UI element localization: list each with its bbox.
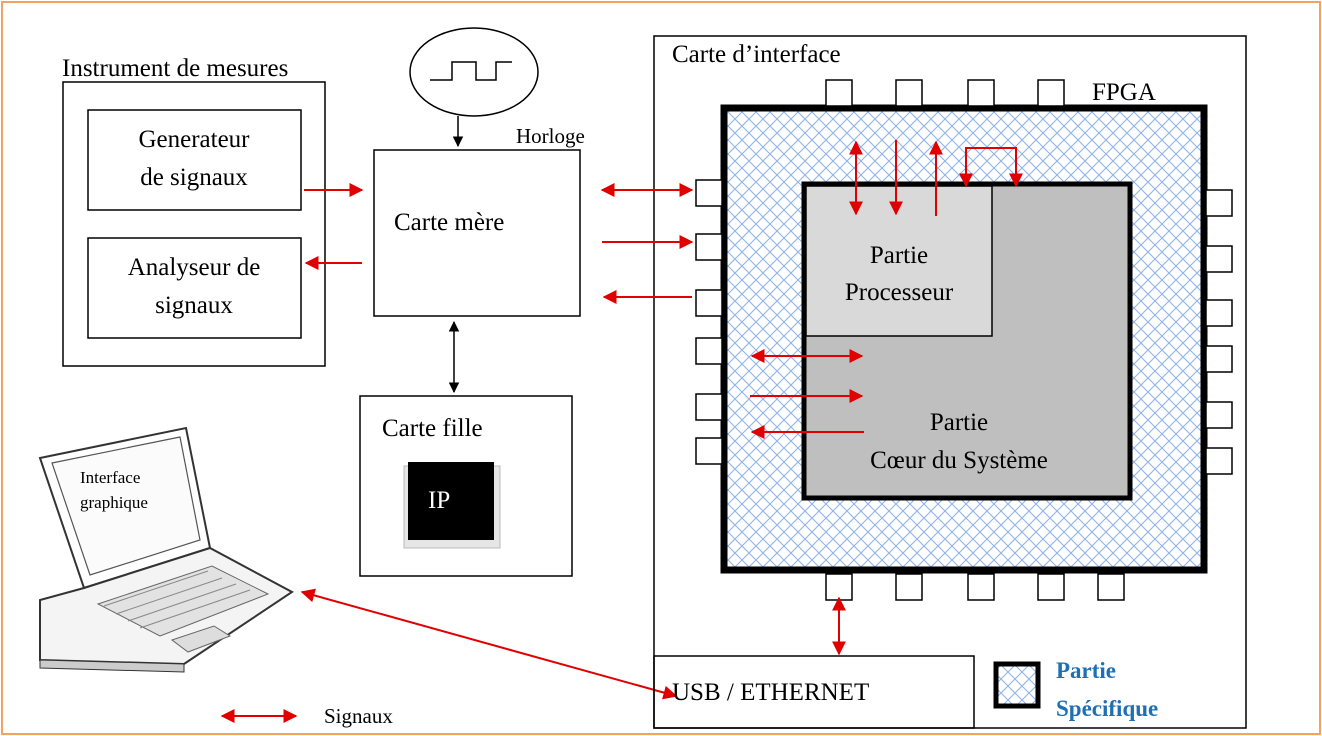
ip-label: IP bbox=[428, 487, 450, 514]
motherboard-label: Carte mère bbox=[394, 209, 504, 236]
usb-ethernet-box bbox=[653, 655, 975, 729]
analyzer-label-2: signaux bbox=[155, 292, 233, 319]
generator-label-2: de signaux bbox=[140, 164, 248, 191]
daughterboard-box bbox=[359, 395, 573, 577]
daughterboard-label: Carte fille bbox=[382, 415, 483, 442]
legend-signals-label: Signaux bbox=[324, 704, 393, 728]
motherboard-box bbox=[373, 149, 581, 317]
generator-box bbox=[87, 109, 302, 211]
analyzer-label-1: Analyseur de bbox=[128, 254, 261, 281]
legend-specific-label-2: Spécifique bbox=[1056, 696, 1158, 721]
processor-label-2: Processeur bbox=[845, 279, 954, 306]
ip-chip bbox=[408, 462, 494, 540]
fpga-pins-bottom bbox=[825, 573, 1125, 601]
clock-circle bbox=[409, 27, 539, 117]
generator-label-1: Generateur bbox=[138, 126, 250, 153]
analyzer-box bbox=[87, 237, 302, 339]
usb-ethernet-label: USB / ETHERNET bbox=[672, 679, 869, 706]
instrument-title: Instrument de mesures bbox=[62, 55, 288, 82]
fpga-pins-left bbox=[695, 179, 723, 465]
fpga-pins-right bbox=[1205, 189, 1233, 475]
laptop-usb-arrow bbox=[300, 588, 678, 700]
interface-board-title: Carte d’interface bbox=[672, 41, 841, 68]
fpga-pins-top bbox=[825, 79, 1065, 107]
legend-specific-label-1: Partie bbox=[1056, 658, 1116, 683]
legend-specific-swatch bbox=[993, 661, 1041, 709]
core-label-2: Cœur du Système bbox=[870, 447, 1048, 474]
clock-label: Horloge bbox=[516, 124, 585, 148]
instrument-box bbox=[62, 81, 326, 367]
laptop-label-2: graphique bbox=[80, 493, 148, 512]
laptop-icon bbox=[38, 426, 294, 673]
core-label-1: Partie bbox=[930, 409, 988, 436]
square-wave-icon bbox=[430, 61, 512, 81]
proc-loop-arrow bbox=[959, 147, 1023, 188]
fpga-label: FPGA bbox=[1092, 79, 1156, 106]
processor-label-1: Partie bbox=[870, 242, 928, 269]
laptop-label-1: Interface bbox=[80, 468, 140, 487]
